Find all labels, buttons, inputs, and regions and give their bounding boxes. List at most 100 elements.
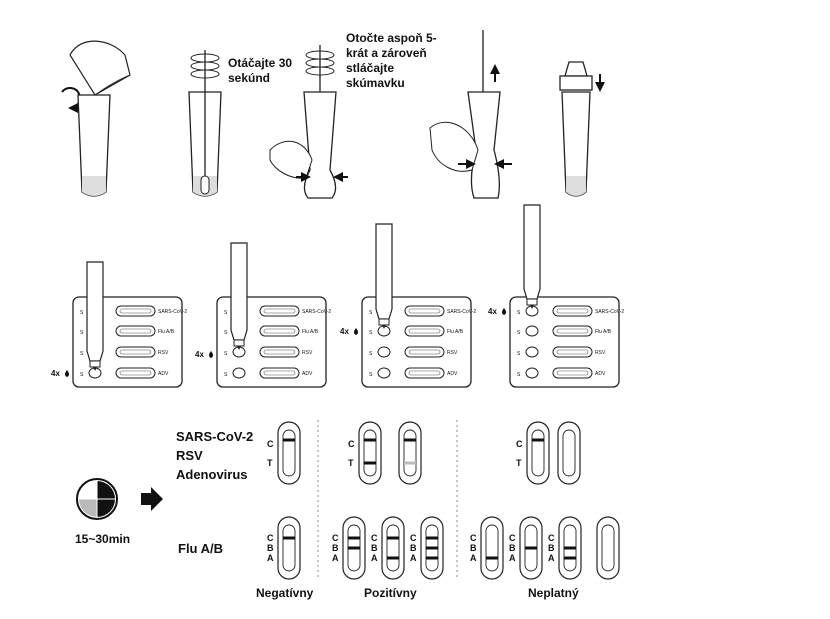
rotate-arrow-icon — [61, 87, 81, 113]
rotate-instruction: Otáčajte 30 sekúnd — [228, 56, 295, 85]
cassette-label: RSV — [595, 350, 606, 356]
line-letter: B — [410, 543, 417, 553]
squeeze-instruction: Otočte aspoň 5- krát a zároveň stláčajte… — [346, 31, 440, 90]
cassette-label: ADV — [302, 371, 313, 377]
drop-icon — [65, 370, 69, 377]
result-strip: CT — [516, 421, 550, 485]
result-strip: CBA — [509, 516, 543, 580]
result-strip: CBA — [548, 516, 582, 580]
result-strip: CT — [348, 421, 382, 485]
cassette-label: Flu A/B — [302, 329, 319, 335]
cassette-label: SARS-CoV-2 — [158, 309, 187, 315]
drop-count-label: 4x — [488, 307, 497, 316]
line-letter: C — [516, 439, 523, 449]
line-letter: T — [267, 458, 273, 468]
line-letter: B — [267, 543, 274, 553]
svg-text:S: S — [80, 330, 84, 336]
svg-text:S: S — [369, 372, 373, 378]
svg-text:S: S — [224, 330, 228, 336]
drop-icon — [354, 328, 358, 335]
svg-text:S: S — [80, 372, 84, 378]
line-letter: C — [267, 439, 274, 449]
result-strip: CBA — [332, 516, 366, 580]
line-letter: B — [470, 543, 477, 553]
drop-count-label: 4x — [51, 369, 60, 378]
cassette-label: SARS-CoV-2 — [595, 309, 624, 315]
category-positive: Pozitívny — [364, 586, 417, 600]
svg-text:S: S — [517, 351, 521, 357]
cassette-label: RSV — [158, 350, 169, 356]
arrow-right-icon — [141, 487, 163, 511]
tube-remove-swab-step — [429, 30, 512, 199]
drop-count-label: 4x — [340, 327, 349, 336]
result-strip: CBA — [470, 516, 504, 580]
line-letter: T — [348, 458, 354, 468]
line-letter: A — [470, 553, 477, 563]
svg-text:S: S — [517, 330, 521, 336]
line-letter: A — [267, 553, 274, 563]
result-strip — [398, 421, 422, 485]
line-letter: C — [548, 533, 555, 543]
svg-text:S: S — [80, 351, 84, 357]
line-letter: C — [470, 533, 477, 543]
timer-label: 15~30min — [75, 532, 130, 546]
results-section: SARS-CoV-2 RSV Adenovirus Flu A/B 15~30m… — [75, 420, 620, 600]
cassette-label: ADV — [595, 371, 606, 377]
result-strip: CBA — [267, 516, 301, 580]
result-strip: CBA — [410, 516, 444, 580]
drop-icon — [209, 351, 213, 358]
svg-text:S: S — [369, 351, 373, 357]
tube-open-cap-step — [61, 40, 131, 197]
drop-count-label: 4x — [195, 350, 204, 359]
line-letter: A — [410, 553, 417, 563]
line-letter: T — [516, 458, 522, 468]
line-letter: A — [332, 553, 339, 563]
tube-swab-rotate-step: Otáčajte 30 sekúnd — [188, 50, 295, 197]
result-strip — [596, 516, 620, 580]
svg-text:S: S — [369, 310, 373, 316]
line-letter: A — [509, 553, 516, 563]
cassette-label: ADV — [447, 371, 458, 377]
svg-text:S: S — [224, 351, 228, 357]
line-letter: B — [371, 543, 378, 553]
cassette-label: Flu A/B — [447, 329, 464, 335]
cassette-label: RSV — [447, 350, 458, 356]
svg-text:S: S — [80, 310, 84, 316]
line-letter: A — [371, 553, 378, 563]
line-letter: C — [332, 533, 339, 543]
result-strip: CT — [267, 421, 301, 485]
category-negative: Negatívny — [256, 586, 314, 600]
svg-text:S: S — [517, 310, 521, 316]
cassette-label: Flu A/B — [595, 329, 612, 335]
line-letter: C — [509, 533, 516, 543]
svg-text:S: S — [369, 330, 373, 336]
category-invalid: Neplatný — [528, 586, 579, 600]
line-letter: B — [548, 543, 555, 553]
cassette-label: RSV — [302, 350, 313, 356]
line-letter: B — [332, 543, 339, 553]
result-strip: CBA — [371, 516, 405, 580]
line-letter: C — [348, 439, 355, 449]
cassette-label: SARS-CoV-2 — [447, 309, 476, 315]
svg-text:S: S — [224, 372, 228, 378]
tube-squeeze-step: Otočte aspoň 5- krát a zároveň stláčajte… — [269, 31, 440, 199]
timer-icon — [76, 478, 118, 520]
group2-label: Flu A/B — [178, 541, 223, 556]
group1-label: SARS-CoV-2 RSV Adenovirus — [176, 429, 257, 482]
drop-icon — [502, 308, 506, 315]
cassette-label: Flu A/B — [158, 329, 175, 335]
cassette-label: SARS-CoV-2 — [302, 309, 331, 315]
line-letter: C — [371, 533, 378, 543]
svg-text:S: S — [224, 310, 228, 316]
tube-cap-closed-step — [559, 61, 605, 197]
result-strip — [557, 421, 581, 485]
line-letter: A — [548, 553, 555, 563]
line-letter: C — [267, 533, 274, 543]
